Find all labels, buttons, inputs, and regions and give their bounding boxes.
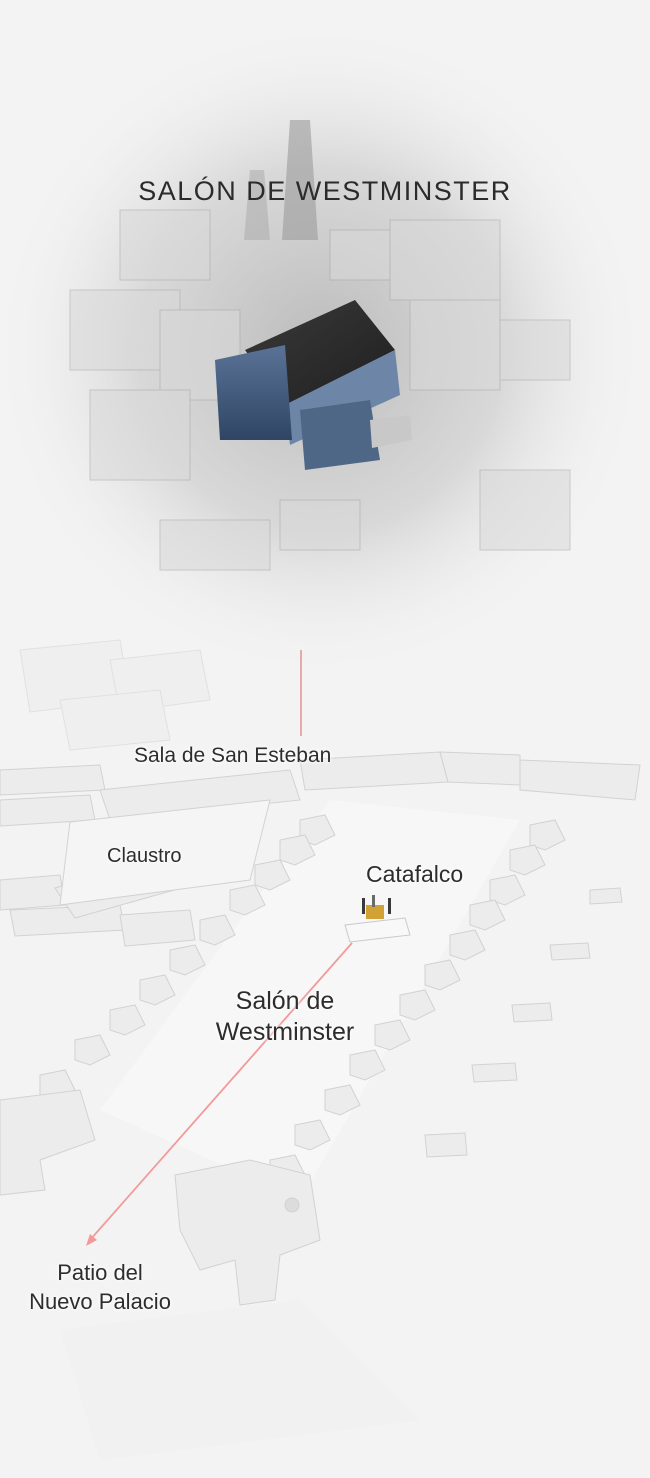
label-salon-line1: Salón de [235,987,335,1015]
westminster-hall-front [215,345,292,440]
buttress [254,859,291,891]
buttress [489,874,526,906]
buttress [229,884,266,916]
catafalco-figure [372,895,375,907]
label-patio-line2: Nuevo Palacio [29,1289,171,1314]
aerial-block [499,319,571,381]
buttress [349,1049,386,1081]
hall-floor [100,800,520,1200]
label-claustro: Claustro [107,845,182,867]
plan-block [471,1062,518,1083]
aerial-photo [0,20,650,680]
aerial-block [479,469,571,551]
aerial-block [119,209,211,281]
ground-shadow [60,1300,420,1460]
buttress [294,1119,331,1151]
plan-block [59,689,171,751]
plan-block [511,1002,553,1023]
buttress [399,989,436,1021]
label-salon-line2: Westminster [215,1018,355,1046]
aerial-block [159,519,271,571]
label-sala-san-esteban: Sala de San Esteban [134,744,332,767]
direction-arrow-line [89,942,353,1241]
catafalco-platform [344,917,411,943]
label-catafalco: Catafalco [366,861,464,887]
plan-block [549,942,591,961]
cloister-court [59,799,271,906]
aerial-block [279,499,361,551]
aerial-tower [282,120,318,240]
entrance-arch [284,1197,300,1213]
plan-block [589,887,623,905]
aerial-block [389,219,501,301]
hall-end-left [0,1089,96,1196]
direction-arrow [86,942,353,1246]
label-patio-line1: Patio del [57,1260,143,1285]
buttress [199,914,236,946]
label-salon-westminster: Salón de Westminster [200,986,370,1048]
buttress [169,944,206,976]
buttress [529,819,566,851]
buttress [279,834,316,866]
catafalco-marker [344,895,411,943]
aerial-tower [244,170,270,240]
buttress [139,974,176,1006]
plan-wing [9,904,126,937]
hall-entrance [174,1159,321,1306]
buttress [109,1004,146,1036]
left-buttresses [39,814,336,1101]
buttress [449,929,486,961]
buttress [74,1034,111,1066]
plan-wing [0,764,106,796]
westminster-hall-side [370,415,412,448]
cloister-block [99,769,301,821]
page-title: SALÓN DE WESTMINSTER [138,176,512,206]
buttress [469,899,506,931]
buttress [424,959,461,991]
catafalco-coffin [366,905,384,919]
label-patio-nuevo-palacio: Patio del Nuevo Palacio [20,1258,180,1316]
catafalco-figure [388,898,391,914]
st-stephen-hall [519,759,641,801]
st-stephen-hall [439,751,521,786]
buttress [509,844,546,876]
buttress [374,1019,411,1051]
buttress [324,1084,361,1116]
aerial-block [89,389,191,481]
catafalco-figure [362,898,365,914]
plan-wing [119,909,196,947]
aerial-block [409,299,501,391]
westminster-hall-annex [300,400,380,470]
direction-arrow-head [86,1234,97,1246]
plan-block [424,1132,468,1158]
floor-plan [0,639,641,1460]
plan-wing [0,874,66,911]
